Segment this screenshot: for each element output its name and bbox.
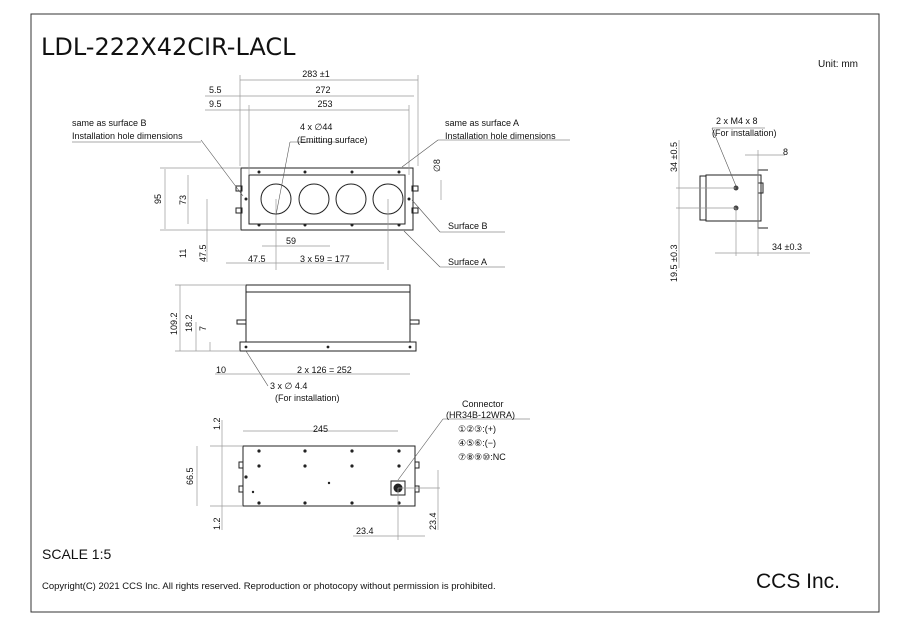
front-inner [248,174,406,225]
dim-95: 95 [153,194,163,204]
dim-phi-8: ∅8 [432,159,442,172]
connector-label: Connector [462,399,504,409]
emitter-2 [298,183,330,215]
dim-18-2: 18.2 [184,314,194,332]
copyright-text: Copyright(C) 2021 CCS Inc. All rights re… [42,581,496,592]
front-outer [240,167,414,231]
dim-19-5: 19.5 ±0.3 [669,245,679,282]
surface-a-label: Surface A [448,257,487,267]
dim-8: 8 [783,147,788,157]
dim-10: 10 [216,365,226,375]
dim-59: 59 [286,236,296,246]
dim-1-2-top: 1.2 [212,417,222,430]
note-left-1: same as surface B [72,118,147,128]
dim-47-5-vertical: 47.5 [198,244,208,262]
dim-47-5-horizontal: 47.5 [248,254,266,264]
company-name: CCS Inc. [756,570,840,593]
dim-34-vertical: 34 ±0.5 [669,142,679,172]
surface-b-label: Surface B [448,221,488,231]
emit-label-2: (Emitting surface) [297,135,368,145]
emitter-3 [335,183,367,215]
emit-label-1: 4 x ∅44 [300,122,332,132]
pins-negative: ④⑤⑥:(−) [458,438,496,448]
note-left-2: Installation hole dimensions [72,131,183,141]
dim-1-2-bottom: 1.2 [212,517,222,530]
side-hole-label-1: 3 x ∅ 4.4 [270,381,307,391]
note-right-1: same as surface A [445,118,519,128]
side-hole-label-2: (For installation) [275,393,340,403]
dim-pitch: 3 x 59 = 177 [300,254,350,264]
unit-label: Unit: mm [818,59,858,70]
dim-23-4-horizontal: 23.4 [356,526,374,536]
dim-253: 253 [317,99,332,109]
dim-5-5: 5.5 [209,85,222,95]
dim-272: 272 [315,85,330,95]
dim-7: 7 [198,326,208,331]
scale-label: SCALE 1:5 [42,546,111,562]
bottom-view: 245 1.2 66.5 1.2 23.4 23.4 Connector (HR… [185,399,530,540]
dim-9-5: 9.5 [209,99,222,109]
dim-34-horizontal: 34 ±0.3 [772,242,802,252]
front-view: 283 ±1 272 253 5.5 9.5 same as surface B… [72,69,570,270]
screw-label: 2 x M4 x 8 [716,116,758,126]
right-view: 2 x M4 x 8 (For installation) 34 ±0.5 8 … [669,116,810,282]
dim-73: 73 [178,195,188,205]
screw-note: (For installation) [712,128,777,138]
dim-overall-width: 283 ±1 [302,69,329,79]
pins-nc: ⑦⑧⑨⑩:NC [458,452,506,462]
dim-23-4-vertical: 23.4 [428,512,438,530]
dim-109-2: 109.2 [169,312,179,335]
side-view: 109.2 18.2 7 10 2 x 126 = 252 3 x ∅ 4.4 … [169,284,420,403]
sheet-border [30,13,880,613]
dim-245: 245 [313,424,328,434]
dim-11: 11 [178,249,188,258]
drawing-title: LDL-222X42CIR-LACL [41,33,296,61]
dim-side-pitch: 2 x 126 = 252 [297,365,352,375]
note-right-2: Installation hole dimensions [445,131,556,141]
connector-model: (HR34B-12WRA) [446,410,515,420]
pins-positive: ①②③:(+) [458,424,496,434]
dim-66-5: 66.5 [185,467,195,485]
